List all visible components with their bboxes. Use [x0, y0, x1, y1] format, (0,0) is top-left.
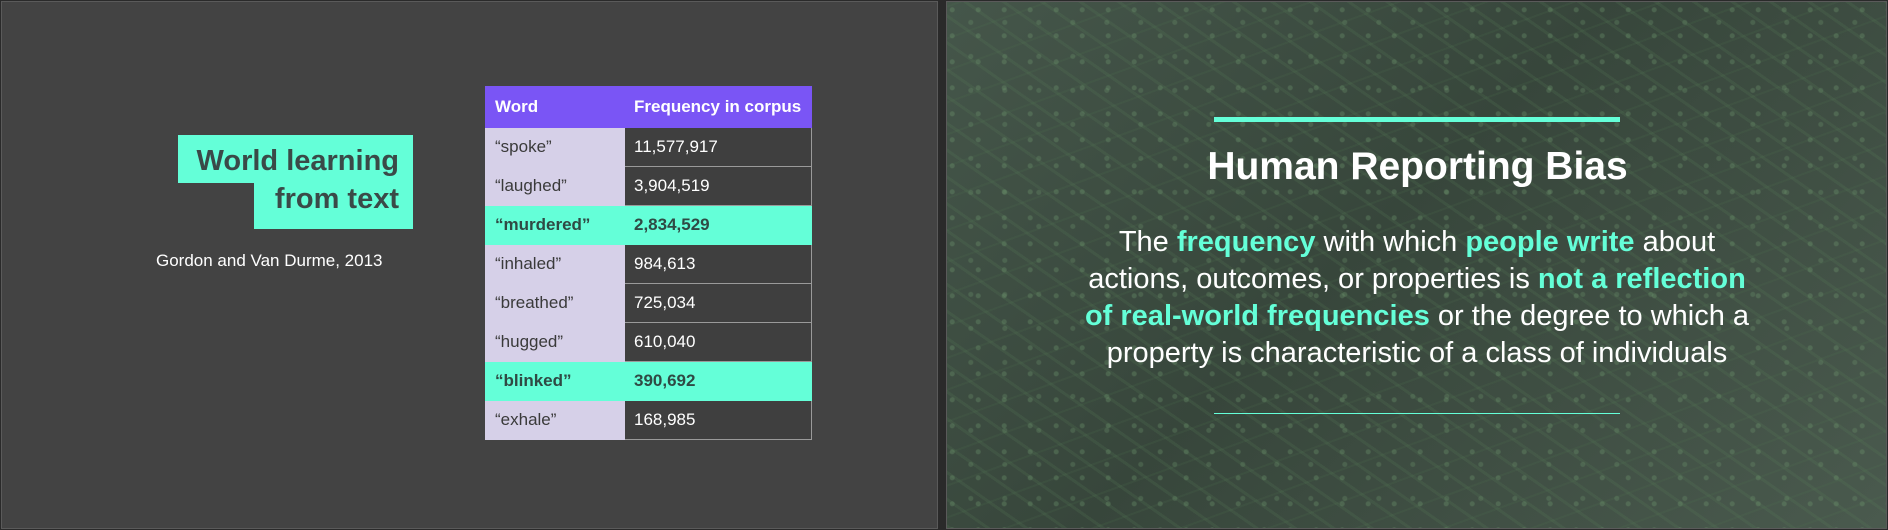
word-cell: “murdered”: [485, 205, 625, 245]
body-text: with which: [1315, 226, 1466, 258]
frequency-cell: 725,034: [624, 283, 812, 323]
frequency-cell: 3,904,519: [624, 166, 812, 206]
accent-rule-top: [1214, 117, 1620, 122]
word-cell: “hugged”: [485, 322, 625, 362]
slide-title: World learning from text: [152, 142, 399, 218]
frequency-cell: 610,040: [624, 322, 812, 362]
accent-rule-bottom: [1214, 413, 1620, 414]
column-header-frequency: Frequency in corpus: [624, 86, 812, 128]
word-cell: “breathed”: [485, 283, 625, 323]
word-cell: “blinked”: [485, 361, 625, 401]
slide-title: Human Reporting Bias: [1207, 145, 1628, 188]
highlighted-text: frequency: [1176, 226, 1316, 258]
slide-body-text: The frequency with which people write ab…: [1077, 224, 1757, 372]
citation: Gordon and Van Durme, 2013: [156, 251, 383, 270]
table-header-row: Word Frequency in corpus: [485, 86, 812, 128]
table-row: “spoke”11,577,917: [485, 127, 812, 167]
slide-title-line: World learning: [196, 145, 399, 177]
body-text: The: [1118, 226, 1177, 258]
slide-title-line: from text: [274, 183, 399, 215]
word-cell: “laughed”: [485, 166, 625, 206]
frequency-cell: 2,834,529: [624, 205, 812, 245]
table-row: “inhaled”984,613: [485, 244, 812, 284]
title-highlight-box: [254, 174, 413, 229]
word-cell: “inhaled”: [485, 244, 625, 284]
frequency-table: Word Frequency in corpus “spoke”11,577,9…: [485, 86, 812, 440]
frequency-cell: 11,577,917: [624, 127, 812, 167]
frequency-cell: 168,985: [624, 400, 812, 440]
frequency-cell: 984,613: [624, 244, 812, 284]
body-text: or the degree to which a property is cha…: [1106, 300, 1750, 369]
table-row: “breathed”725,034: [485, 283, 812, 323]
left-slide: World learning from text Gordon and Van …: [1, 1, 938, 529]
column-header-word: Word: [485, 86, 625, 128]
table-row: “murdered”2,834,529: [485, 205, 812, 245]
word-cell: “spoke”: [485, 127, 625, 167]
right-slide: Human Reporting Bias The frequency with …: [946, 1, 1887, 529]
table-row: “hugged”610,040: [485, 322, 812, 362]
body-text: about actions, outcomes, or properties i…: [1088, 226, 1716, 295]
table-row: “laughed”3,904,519: [485, 166, 812, 206]
table-row: “exhale”168,985: [485, 400, 812, 440]
highlighted-text: not a reflection of real-world frequenci…: [1084, 263, 1746, 332]
table-row: “blinked”390,692: [485, 361, 812, 401]
word-cell: “exhale”: [485, 400, 625, 440]
highlighted-text: people write: [1465, 226, 1635, 258]
frequency-cell: 390,692: [624, 361, 812, 401]
